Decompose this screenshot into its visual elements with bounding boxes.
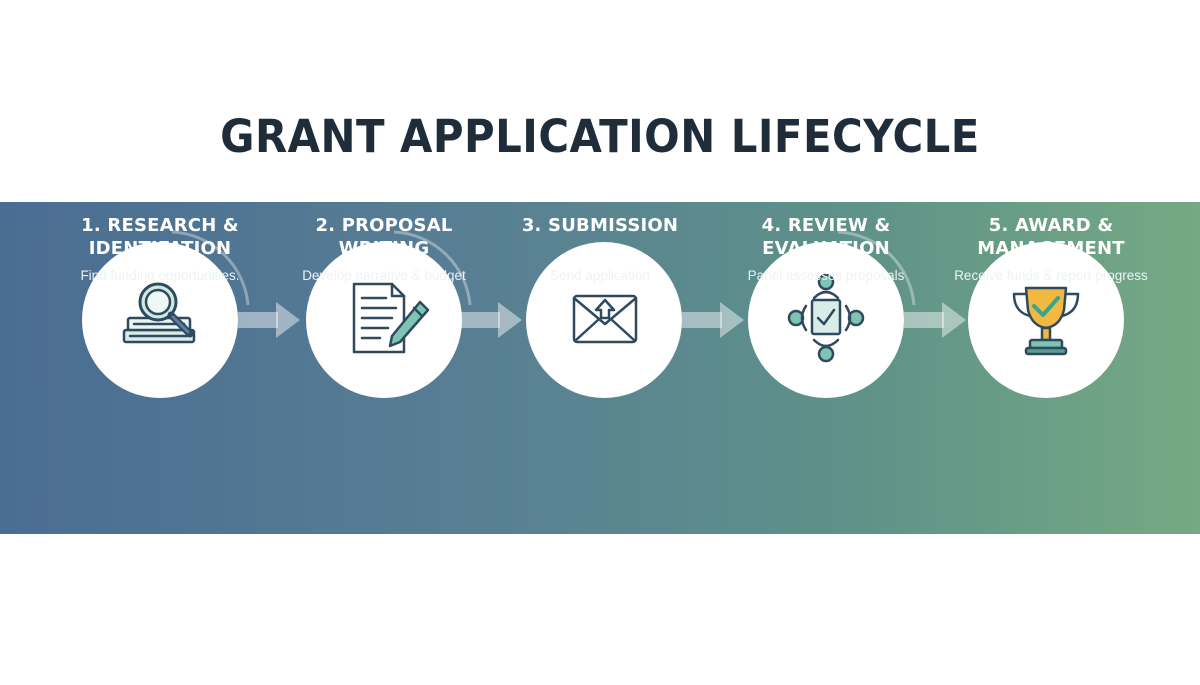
step-title: 2. PROPOSAL WRITING xyxy=(315,215,453,259)
arrow-2-3 xyxy=(460,302,522,338)
step-proposal: 2. PROPOSAL WRITING Develop narrative & … xyxy=(284,214,484,283)
step-description: Send application xyxy=(550,268,650,283)
step-title: 1. RESEARCH & IDENTIFATION xyxy=(81,215,239,259)
arrow-1-2 xyxy=(238,302,300,338)
trophy-check-icon xyxy=(1012,286,1080,356)
step-description: Panel assesses proposals xyxy=(747,268,905,283)
arc-decoration-1 xyxy=(171,230,250,306)
step-submission: 3. SUBMISSION Send application xyxy=(500,214,700,283)
arc-decoration-3 xyxy=(837,230,916,306)
step-title: 4. REVIEW & EVALUATION xyxy=(761,215,891,259)
step-description: Develop narrative & budget xyxy=(302,268,466,283)
envelope-upload-icon xyxy=(572,294,638,344)
magnifier-books-icon xyxy=(122,282,196,344)
step-title: 3. SUBMISSION xyxy=(521,215,679,236)
step-description: Receive funds & report progress xyxy=(954,268,1148,283)
arrow-3-4 xyxy=(682,302,744,338)
step-description: Find funding opportunities. xyxy=(80,268,240,283)
document-pen-icon xyxy=(352,282,430,354)
step-title: 5. AWARD & MANAGEMENT xyxy=(977,215,1125,259)
step-research: 1. RESEARCH & IDENTIFATION Find funding … xyxy=(60,214,260,283)
process-band xyxy=(0,202,1200,534)
arc-decoration-2 xyxy=(393,230,472,306)
review-panel-icon xyxy=(787,273,865,363)
step-award: 5. AWARD & MANAGEMENT Receive funds & re… xyxy=(946,214,1156,283)
process-graphics xyxy=(82,230,1124,398)
page-title: GRANT APPLICATION LIFECYCLE xyxy=(220,110,980,163)
arrow-4-5 xyxy=(904,302,966,338)
step-review: 4. REVIEW & EVALUATION Panel assesses pr… xyxy=(726,214,926,283)
